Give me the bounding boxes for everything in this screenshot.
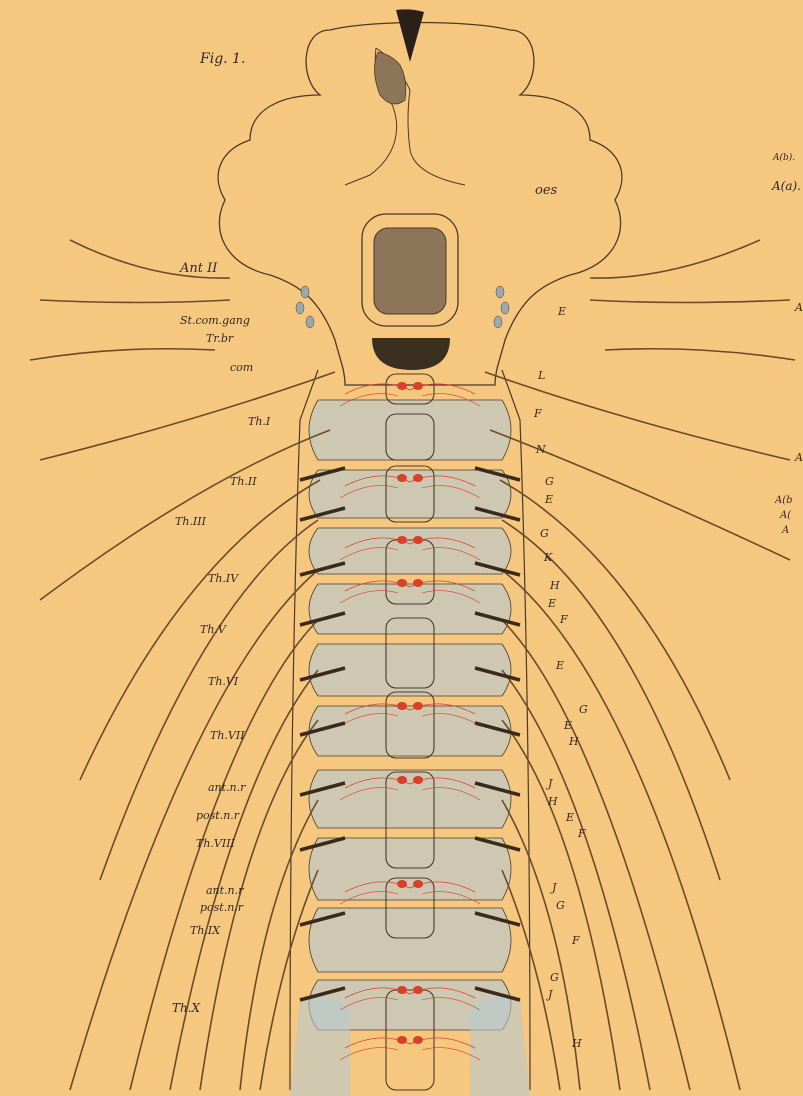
ganglion-cell <box>501 302 509 314</box>
label-th-iii: Th.III <box>175 516 206 527</box>
label-st-com-gang: St.com.gang <box>180 315 250 326</box>
brain-notch <box>396 9 424 62</box>
label-com: com <box>230 362 253 373</box>
label-th-v: Th.V <box>200 624 226 635</box>
label-j-2: J <box>552 882 556 893</box>
label-a-a-top: A(a). <box>772 180 801 192</box>
label-th-iv: Th.IV <box>208 573 238 584</box>
label-g-5: G <box>550 972 559 983</box>
ganglion-cell <box>296 302 304 314</box>
label-a-bottom: A <box>782 526 789 536</box>
label-a-a-lower: A( <box>780 511 791 521</box>
ganglion-cell <box>496 286 504 298</box>
ganglion-segment <box>309 908 511 972</box>
ganglion-cell <box>306 316 314 328</box>
cord-tail-left <box>290 997 350 1096</box>
neuron-fibre <box>345 1038 475 1048</box>
label-th-i: Th.I <box>248 416 270 427</box>
ganglion-segment <box>309 770 511 828</box>
label-h-2: H <box>569 736 579 747</box>
label-th-vi: Th.VI <box>208 676 238 687</box>
label-post-n-r-1: post.n.r <box>196 810 239 821</box>
label-f-1: F <box>534 408 542 419</box>
label-h-4: H <box>572 1038 582 1049</box>
midline-chamber <box>386 374 434 404</box>
commissure <box>372 338 450 370</box>
label-g-2: G <box>540 528 549 539</box>
ganglion-segment <box>309 584 511 634</box>
oesophagus-inner <box>374 228 446 314</box>
figure-title: Fig. 1. <box>200 52 245 66</box>
label-post-n-r-2: post.n.r <box>200 902 243 913</box>
lateral-nerve <box>605 349 795 360</box>
ganglion-cell <box>494 316 502 328</box>
label-e-4: E <box>556 660 564 671</box>
label-j-1: J <box>548 778 552 789</box>
label-a-b-top: A(b). <box>773 154 795 163</box>
ganglion-segment <box>309 528 511 574</box>
ganglion-segment <box>309 838 511 900</box>
brain-outline <box>218 23 622 386</box>
label-a-b-lower: A(b <box>775 496 793 506</box>
lateral-nerve <box>590 300 790 303</box>
label-e-5: E <box>564 720 572 731</box>
label-g-4: G <box>556 900 565 911</box>
label-j-3: J <box>548 989 552 1000</box>
cord-tail-right <box>470 997 530 1096</box>
ganglion-cell <box>301 286 309 298</box>
label-g-1: G <box>545 476 554 487</box>
lateral-nerve <box>500 480 730 780</box>
label-f-4: F <box>572 935 580 946</box>
lateral-nerve <box>40 300 230 303</box>
label-th-x: Th.X <box>172 1002 200 1014</box>
label-th-vii: Th.VII <box>210 730 245 741</box>
label-ant-n-r-2: ant.n.r <box>206 885 243 896</box>
label-oes: oes <box>535 184 557 197</box>
label-f-2: F <box>560 614 568 625</box>
label-l: L <box>538 370 545 381</box>
label-th-ix: Th.IX <box>190 925 220 936</box>
label-g-3: G <box>579 704 588 715</box>
lateral-nerve <box>502 570 740 1090</box>
label-e-3: E <box>548 598 556 609</box>
lateral-nerve <box>590 240 760 278</box>
label-tr-br: Tr.br <box>206 333 233 344</box>
brain-dark-body <box>374 52 405 104</box>
label-th-ii: Th.II <box>230 476 257 487</box>
label-h-1: H <box>550 580 560 591</box>
label-a-lower: A <box>795 452 803 463</box>
label-n: N <box>536 444 546 455</box>
label-e-2: E <box>545 494 553 505</box>
label-th-viii: Th.VIII <box>196 838 235 849</box>
label-h-3: H <box>548 796 558 807</box>
label-e-1: E <box>558 306 566 317</box>
lateral-nerve <box>30 349 215 360</box>
label-a-mid: A <box>795 302 803 313</box>
label-ant-ii: Ant II <box>180 262 217 275</box>
label-ant-n-r-1: ant.n.r <box>208 782 245 793</box>
label-e-6: E <box>566 812 574 823</box>
ganglion-segment <box>309 400 511 460</box>
ganglion-segment <box>309 706 511 756</box>
label-k: K <box>544 552 552 563</box>
label-f-3: F <box>578 828 586 839</box>
